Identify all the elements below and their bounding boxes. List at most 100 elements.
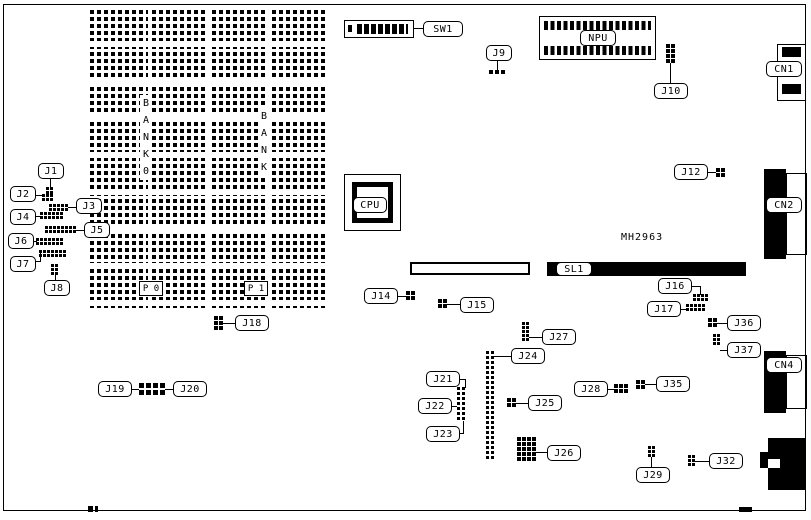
wire [717,323,727,324]
wire [536,452,547,453]
connector-j24 [486,351,494,459]
memory-socket-column-4 [272,10,328,310]
wire [651,457,652,467]
label-j29: J29 [636,467,670,483]
wire [55,275,56,280]
label-j10: J10 [654,83,688,99]
label-p0: P 0 [139,281,163,296]
connector-j6 [36,238,63,245]
connector-j3 [49,204,68,211]
label-j22: J22 [418,398,452,414]
outline-cn4-shell [786,355,807,409]
connector-j15 [438,299,447,308]
connector-j5 [45,226,76,233]
label-j14: J14 [364,288,398,304]
wire [40,253,41,262]
wire [681,309,686,310]
shape-edge-conn-tab [760,452,768,468]
wire [695,461,709,462]
wire [494,356,511,357]
label-j17: J17 [647,301,681,317]
shape-edge-conn-notch [768,459,780,468]
label-sw1: SW1 [423,21,463,37]
label-j19: J19 [98,381,132,397]
wire [708,172,716,173]
wire [36,216,40,217]
wire [516,403,528,404]
connector-j26 [517,437,536,461]
wire [497,61,498,70]
wire [76,230,84,231]
label-j15: J15 [460,297,494,313]
label-j9: J9 [486,45,512,61]
label-j18: J18 [235,315,269,331]
label-j5: J5 [84,222,110,238]
connector-j19-j20 [139,383,165,395]
label-j16: J16 [658,278,692,294]
wire [463,421,464,434]
wire [452,406,457,407]
dip-position-1-mark [348,25,352,32]
connector-j8 [51,264,58,275]
outline-cn2-shell [786,173,807,255]
wire [398,296,406,297]
label-j2: J2 [10,186,36,202]
label-cn4: CN4 [766,357,802,373]
shape-cn1-flange-bottom [782,84,801,94]
label-j3: J3 [76,198,102,214]
label-j20: J20 [173,381,207,397]
wire [529,337,542,338]
shape-board-tick-1 [88,506,93,512]
label-j32: J32 [709,453,743,469]
label-cn2: CN2 [766,197,802,213]
wire [132,389,139,390]
connector-j27 [522,322,529,341]
dip-switch-cells [357,24,408,34]
label-j21: J21 [426,371,460,387]
label-cpu: CPU [353,197,387,213]
label-j12: J12 [674,164,708,180]
shape-board-tick-2 [95,506,98,512]
label-j37: J37 [727,342,761,358]
connector-j35 [636,380,645,389]
wire [645,384,656,385]
label-j26: J26 [547,445,581,461]
memory-socket-column-2 [152,10,208,310]
wire [414,28,424,29]
wire [223,323,235,324]
wire [608,389,614,390]
wire [447,304,460,305]
label-bank0: B A N K 0 [140,95,152,180]
wire [68,207,76,208]
label-j6: J6 [8,233,34,249]
label-j28: J28 [574,381,608,397]
wire [720,350,727,351]
label-sl1: SL1 [556,262,592,276]
npu-pin-row-top [544,21,651,30]
connector-j36 [708,318,717,327]
connector-j37 [713,334,720,345]
wire [465,379,466,388]
wire [700,286,701,295]
connector-j25 [507,398,516,407]
outline-board-frame [3,4,806,511]
label-bank: B A N K [258,108,270,176]
connector-j1 [46,187,53,194]
connector-j12 [716,168,725,177]
wire [36,261,40,262]
label-j23: J23 [426,426,460,442]
label-j4: J4 [10,209,36,225]
wire [670,63,671,83]
label-p1: P 1 [244,281,268,296]
connector-j2 [42,194,53,201]
label-j25: J25 [528,395,562,411]
connector-j21-j23 [457,387,465,420]
label-j36: J36 [727,315,761,331]
wire [692,286,701,287]
outline-expansion-slot [410,262,530,275]
connector-j4 [40,212,63,219]
label-j7: J7 [10,256,36,272]
label-npu: NPU [580,30,616,46]
connector-j9 [489,70,505,74]
wire [50,179,51,187]
